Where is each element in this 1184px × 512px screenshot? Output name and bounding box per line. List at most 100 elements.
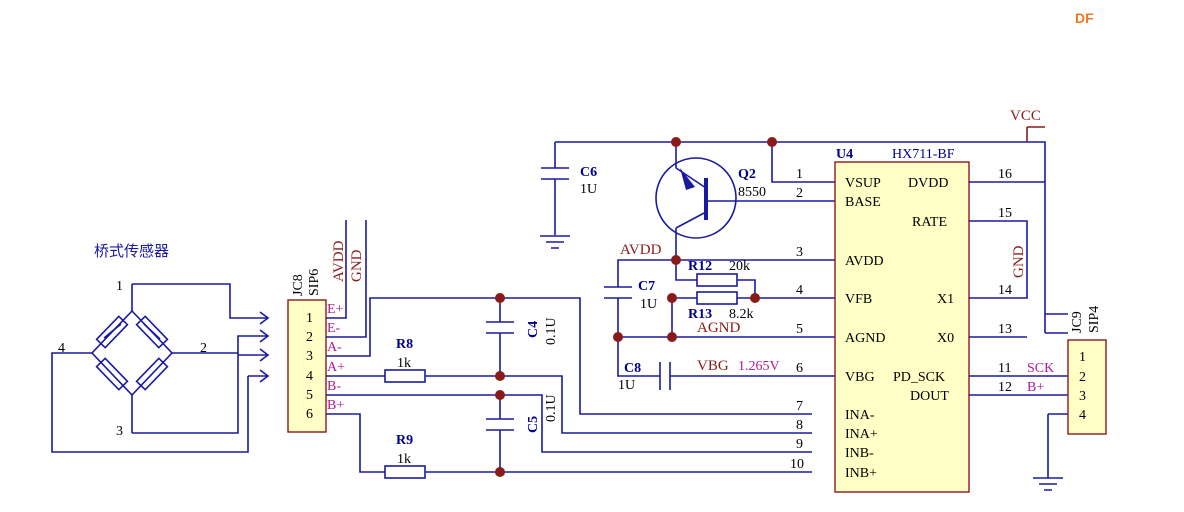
- sensor-harness: [132, 283, 270, 434]
- jc8-net-eplus: E+: [327, 302, 344, 317]
- u4-part: HX711-BF: [892, 147, 955, 162]
- u4-pin-num-12: 12: [998, 380, 1012, 395]
- u4-pin-num-1: 1: [796, 167, 803, 182]
- jc8-net-aplus: A+: [327, 360, 345, 375]
- r12-value: 20k: [729, 259, 750, 274]
- u4-pin-vfb: VFB: [845, 292, 872, 307]
- junctions-input: [495, 293, 505, 477]
- net-vbg-label: VBG: [697, 358, 729, 374]
- c6-value: 1U: [580, 182, 597, 197]
- jc9-type: SIP4: [1087, 306, 1102, 333]
- capacitor-c5: C5 0.1U: [486, 394, 559, 472]
- jc8-pin-4: 4: [306, 369, 313, 384]
- bridge-sensor: 桥式传感器 1 2 3 4: [51, 242, 249, 453]
- jc8-net-aminus: A-: [327, 340, 342, 355]
- df-logo: DF: [1075, 10, 1094, 26]
- c7-value: 1U: [640, 297, 657, 312]
- c5-ref: C5: [526, 416, 541, 433]
- u4-pin-num-11: 11: [998, 361, 1011, 376]
- u4-pin-rate: RATE: [912, 215, 947, 230]
- u4-pin-vbg: VBG: [845, 370, 875, 385]
- u4-pin-ina-plus: INA+: [845, 427, 878, 442]
- r9-ref: R9: [396, 433, 413, 448]
- jc8-net-avdd: AVDD: [331, 240, 347, 282]
- u4-pin-num-9: 9: [796, 437, 803, 452]
- ground-symbol-jc9: [1033, 477, 1063, 491]
- jc9-ref: JC9: [1070, 311, 1085, 333]
- resistor-r13: R13 8.2k: [688, 291, 754, 322]
- junctions-supply: [613, 137, 777, 342]
- q2-value: 8550: [738, 185, 766, 200]
- jc8-pin-6: 6: [306, 407, 313, 422]
- u4-pin-num-7: 7: [796, 399, 803, 414]
- bridge-diamond: [90, 309, 174, 397]
- jc9-net-sck: SCK: [1027, 361, 1054, 376]
- u4-pin-num-6: 6: [796, 361, 803, 376]
- u4-pin-num-15: 15: [998, 206, 1012, 221]
- u4-pin-num-13: 13: [998, 322, 1012, 337]
- jc8-net-bminus: B-: [327, 379, 341, 394]
- c4-ref: C4: [526, 321, 541, 338]
- q2-ref: Q2: [738, 167, 756, 182]
- capacitor-c7: C7 1U: [604, 279, 657, 312]
- u4-pin-x1: X1: [937, 292, 954, 307]
- u4-pin-agnd: AGND: [845, 331, 885, 346]
- c5-value: 0.1U: [544, 394, 559, 422]
- jc8-type: SIP6: [307, 269, 322, 296]
- connector-jc8: JC8 SIP6 1 2 3 4 5 6 E+ E- A- A+ B- B+ A…: [287, 240, 365, 433]
- u4-pin-num-8: 8: [796, 418, 803, 433]
- u4-ref: U4: [836, 147, 853, 162]
- u4-pin-num-2: 2: [796, 186, 803, 201]
- capacitor-c4: C4 0.1U: [486, 298, 559, 376]
- jc8-pin-3: 3: [306, 349, 313, 364]
- transistor-q2: Q2 8550: [655, 157, 766, 239]
- u4-pin-num-5: 5: [796, 322, 803, 337]
- c8-value: 1U: [618, 378, 635, 393]
- jc9-pin-2: 2: [1079, 370, 1086, 385]
- u4-pin-num-4: 4: [796, 283, 803, 298]
- c4-value: 0.1U: [544, 317, 559, 345]
- net-agnd-label: AGND: [697, 320, 740, 336]
- ground-symbol-c6: [540, 235, 570, 249]
- u4-pin-num-3: 3: [796, 245, 803, 260]
- c7-ref: C7: [638, 279, 655, 294]
- jc8-wires: [326, 220, 812, 473]
- jc9-pin-1: 1: [1079, 350, 1086, 365]
- resistor-r9: R9 1k: [384, 433, 426, 479]
- capacitor-c6: C6 1U: [540, 165, 597, 249]
- jc9-pin-4: 4: [1079, 408, 1086, 423]
- jc8-net-eminus: E-: [327, 321, 341, 336]
- r13-ref: R13: [688, 307, 712, 322]
- vcc-symbol: VCC: [1010, 108, 1045, 142]
- jc8-pin-5: 5: [306, 388, 313, 403]
- u4-pin-ina-minus: INA-: [845, 408, 875, 423]
- bridge-sensor-label: 桥式传感器: [94, 242, 169, 260]
- u4-pin-x0: X0: [937, 331, 954, 346]
- sensor-pin-4: 4: [58, 341, 65, 356]
- u4-pin-dvdd: DVDD: [908, 176, 948, 191]
- u4-body: [834, 161, 970, 493]
- sensor-pin-1: 1: [116, 279, 123, 294]
- u4-pin-base: BASE: [845, 195, 881, 210]
- jc8-ref: JC8: [291, 274, 306, 296]
- resistor-r8: R8 1k: [384, 337, 426, 383]
- u4-pin-num-10: 10: [790, 457, 804, 472]
- u4-right-wires: [969, 181, 1068, 478]
- c6-ref: C6: [580, 165, 597, 180]
- r8-value: 1k: [397, 356, 411, 371]
- jc9-net-bplus: B+: [1027, 380, 1044, 395]
- sensor-pin-2: 2: [200, 341, 207, 356]
- r12-ref: R12: [688, 259, 712, 274]
- u4-pin-vsup: VSUP: [845, 176, 881, 191]
- u4-pin-inb-plus: INB+: [845, 466, 877, 481]
- net-avdd-label: AVDD: [620, 242, 662, 258]
- u4-pin-dout: DOUT: [910, 389, 949, 404]
- u4-pin-avdd: AVDD: [845, 254, 884, 269]
- jc8-pin-2: 2: [306, 330, 313, 345]
- r9-value: 1k: [397, 452, 411, 467]
- net-vbg-value: 1.265V: [738, 359, 780, 374]
- connector-jc9: JC9 SIP4 1 2 3 4 SCK B+: [1027, 306, 1107, 435]
- jc8-pin-1: 1: [306, 311, 313, 326]
- ic-u4-hx711: U4 HX711-BF 1 2 3 4 5 6 7 8 9 10 VSUP BA…: [790, 147, 1012, 493]
